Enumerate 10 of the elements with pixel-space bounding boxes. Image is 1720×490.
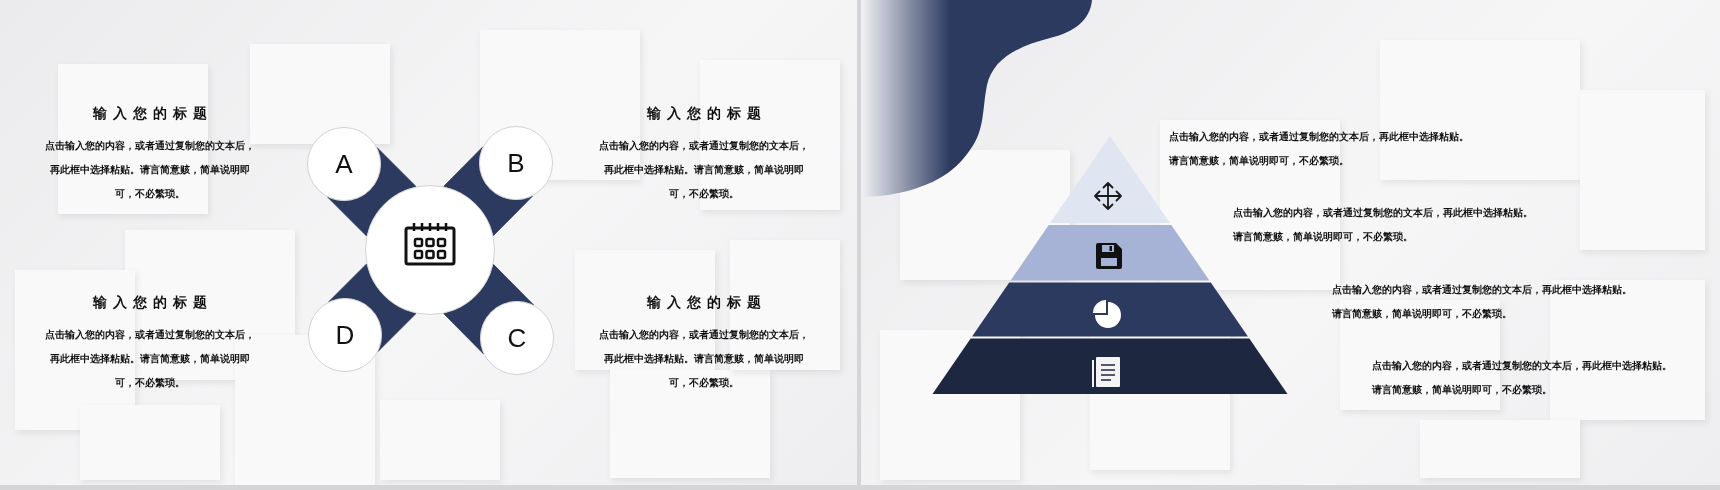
heading: 输入您的标题 — [92, 294, 213, 312]
body-text: 点击输入您的内容，或者通过复制您的文本后，再此框中选择粘贴。请言简意赅，简单说明即可，不必繁琐。 — [1169, 130, 1470, 168]
body-text: 点击输入您的内容，或者通过复制您的文本后，再此框中选择粘贴。请言简意赅，简单说明即可，不必繁琐。 — [1332, 283, 1633, 321]
body-text: 点击输入您的内容，或者通过复制您的文本后，再此框中选择粘贴。请言简意赅，简单说明即可，不必繁琐。 — [1372, 359, 1673, 397]
body-text: 点击输入您的内容，或者通过复制您的文本后，再此框中选择粘贴。请言简意赅，简单说明即可，不必繁琐。 — [44, 328, 256, 390]
body-text: 点击输入您的内容，或者通过复制您的文本后，再此框中选择粘贴。请言简意赅，简单说明即可，不必繁琐。 — [1233, 206, 1534, 244]
connector-band — [443, 263, 534, 355]
body-text: 点击输入您的内容，或者通过复制您的文本后，再此框中选择粘贴。请言简意赅，简单说明即可，不必繁琐。 — [598, 328, 810, 390]
connector-band — [328, 263, 417, 352]
heading: 输入您的标题 — [646, 294, 767, 312]
